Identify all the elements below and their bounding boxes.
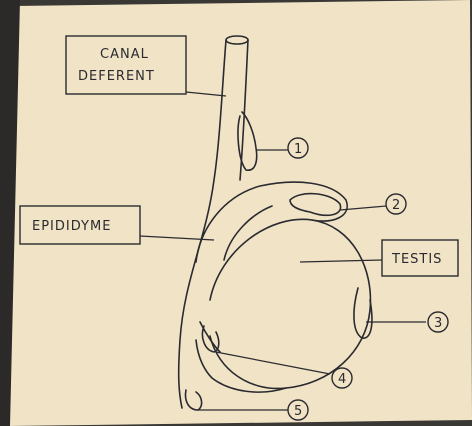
canal-label-line2: DEFERENT: [78, 69, 155, 84]
callout-4-number: 4: [338, 372, 346, 387]
callout-5-number: 5: [294, 404, 302, 419]
paper-sheet: [8, 0, 472, 426]
callout-3-number: 3: [434, 316, 442, 331]
callout-2-number: 2: [392, 198, 400, 213]
callout-1-number: 1: [294, 142, 302, 157]
canal-label-line1: CANAL: [100, 47, 149, 62]
epididyme-label: EPIDIDYME: [32, 219, 111, 234]
testis-label: TESTIS: [391, 252, 442, 267]
